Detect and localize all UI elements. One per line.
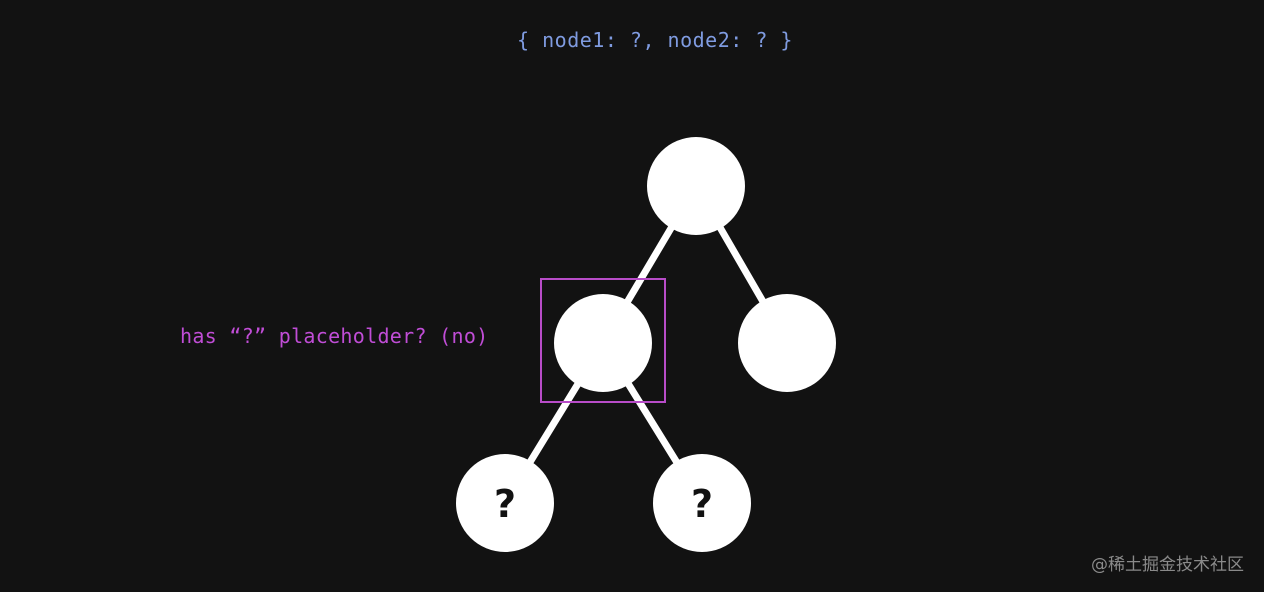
tree-node-root [647, 137, 745, 235]
placeholder-mark-right: ? [691, 482, 713, 526]
tree-node-left-right-placeholder [653, 454, 751, 552]
tree-node-left-child [554, 294, 652, 392]
tree-node-right-child [738, 294, 836, 392]
current-node-highlight-box [540, 278, 666, 403]
placeholder-check-annotation: has “?” placeholder? (no) [180, 324, 489, 348]
tree-node-left-left-placeholder [456, 454, 554, 552]
watermark-label: @稀土掘金技术社区 [1091, 555, 1244, 575]
placeholder-mark-left: ? [494, 482, 516, 526]
state-object-label: { node1: ?, node2: ? } [517, 28, 793, 52]
